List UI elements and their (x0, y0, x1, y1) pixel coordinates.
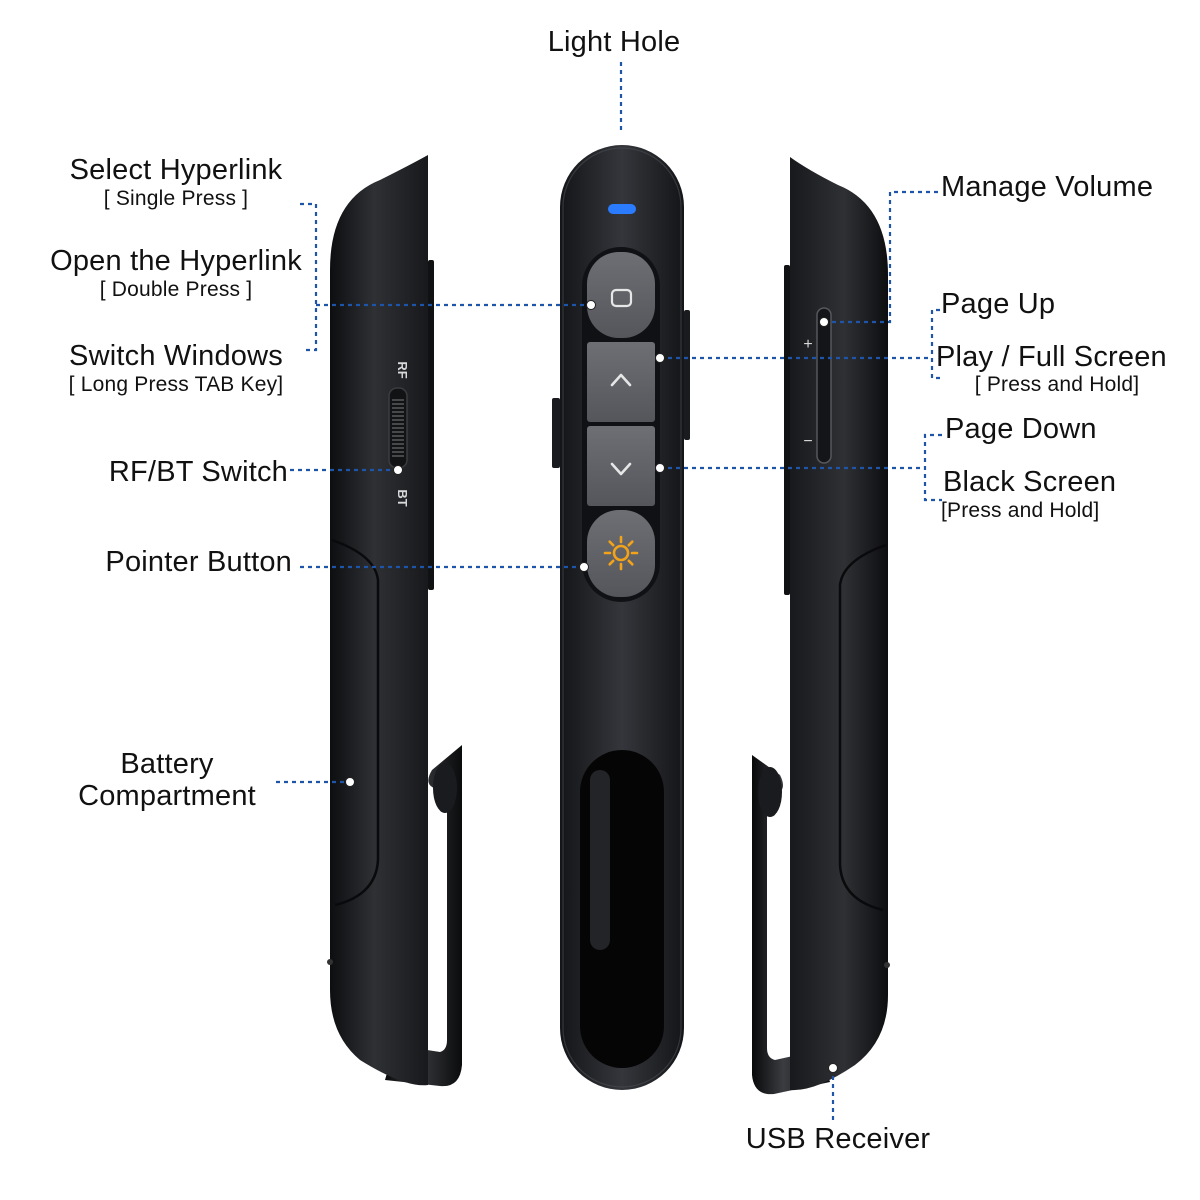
label-select-hyperlink-sub: [ Single Press ] (103, 187, 249, 210)
square-icon (610, 288, 633, 308)
leader-down (660, 433, 942, 502)
label-switch-windows: Switch Windows (69, 340, 283, 372)
select-button-bg (587, 252, 655, 338)
switch-ridges (392, 399, 404, 457)
pointer-button[interactable] (587, 510, 655, 597)
label-play-full-screen-sub: [ Press and Hold] (974, 373, 1140, 396)
right-battery-cover-seam (838, 543, 887, 912)
left-side-ridge (428, 260, 434, 590)
label-black-screen-sub: [Press and Hold] (941, 499, 1100, 522)
leader-select-group (300, 202, 588, 352)
label-open-hyperlink-sub: [ Double Press ] (99, 278, 253, 301)
bt-mark: BT (395, 489, 410, 506)
front-body-edge (562, 147, 682, 1088)
leader-volume (824, 190, 938, 324)
pointer-button-bg (587, 510, 655, 597)
button-panel (582, 247, 660, 602)
select-button[interactable] (587, 252, 655, 338)
label-page-up: Page Up (941, 288, 1056, 320)
up-button-bg (587, 342, 655, 422)
left-clip-knob (433, 763, 457, 813)
left-screw-hole (327, 959, 333, 965)
leader-dots (345, 300, 838, 1073)
minus-mark: − (803, 433, 812, 450)
sun-icon (603, 535, 639, 571)
label-select-hyperlink: Select Hyperlink (69, 154, 283, 186)
right-side-ridge (784, 265, 790, 595)
left-side-view: RF BT (327, 155, 462, 1087)
front-clip-highlight (590, 770, 610, 950)
label-black-screen: Black Screen (943, 466, 1117, 498)
right-screw-hole (884, 962, 890, 968)
down-button-bg (587, 426, 655, 506)
label-battery-line1: Battery (120, 748, 214, 780)
label-switch-windows-sub: [ Long Press TAB Key] (68, 373, 284, 396)
right-side-view: + − (752, 157, 890, 1095)
light-hole-led (608, 204, 636, 214)
label-battery-line2: Compartment (78, 780, 256, 812)
right-clip-knob (758, 767, 782, 817)
label-light-hole: Light Hole (547, 26, 681, 58)
front-side-stub-right (684, 310, 690, 440)
front-view (552, 145, 690, 1090)
label-manage-volume: Manage Volume (941, 171, 1154, 203)
label-rf-bt-switch: RF/BT Switch (108, 456, 288, 488)
leader-up (660, 308, 940, 380)
label-open-hyperlink: Open the Hyperlink (50, 245, 302, 277)
label-pointer-button: Pointer Button (105, 546, 292, 578)
plus-mark: + (803, 336, 812, 353)
label-usb-receiver: USB Receiver (745, 1123, 931, 1155)
leader-lines (276, 62, 942, 1122)
left-battery-cover-seam (331, 538, 380, 907)
chevron-down-icon (610, 462, 632, 476)
volume-rocker[interactable] (816, 307, 832, 464)
page-up-button[interactable] (587, 342, 655, 422)
label-page-down: Page Down (945, 413, 1097, 445)
page-down-button[interactable] (587, 426, 655, 506)
chevron-up-icon (610, 373, 632, 387)
rf-mark: RF (395, 361, 410, 378)
front-side-stub-left (552, 398, 560, 468)
label-play-full-screen: Play / Full Screen (936, 341, 1167, 373)
